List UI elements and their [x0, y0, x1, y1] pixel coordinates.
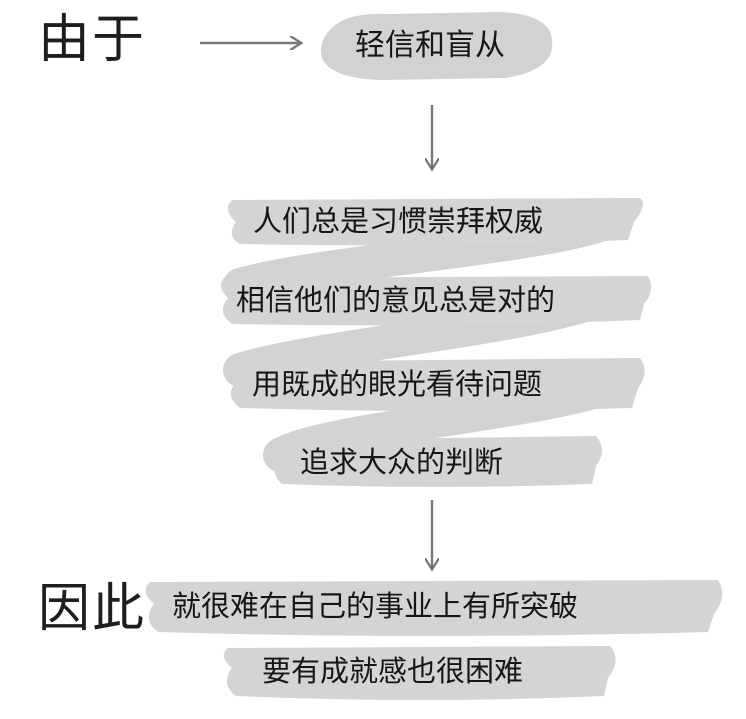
brush-cause-3 [228, 358, 645, 411]
brush-cause-2 [220, 276, 652, 326]
result-node-text-1: 就很难在自己的事业上有所突破 [172, 589, 579, 623]
brush-result-1 [145, 580, 723, 636]
cause-node-text-2: 相信他们的意见总是对的 [236, 283, 556, 317]
brush-cause-4 [271, 436, 602, 487]
cause-node-text-4: 追求大众的判断 [300, 445, 504, 479]
brush-zigzag-connector [223, 208, 617, 472]
brush-start [321, 12, 553, 80]
brush-cause-1 [227, 198, 643, 246]
result-node-text-2: 要有成就感也很困难 [262, 654, 524, 688]
start-node-text: 轻信和盲从 [355, 28, 505, 63]
cause-node-text-3: 用既成的眼光看待问题 [252, 367, 543, 401]
cause-node-text-1: 人们总是习惯崇拜权威 [253, 204, 544, 238]
cause-label: 由于 [38, 10, 147, 70]
brush-result-2 [223, 646, 616, 700]
result-label: 因此 [38, 579, 147, 639]
